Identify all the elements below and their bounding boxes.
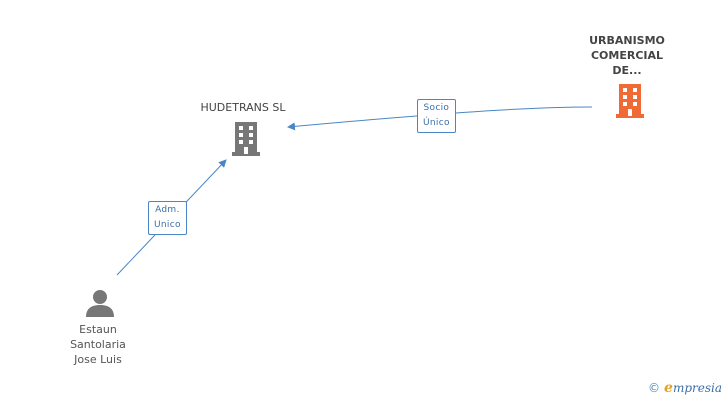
- node-label-line: Jose Luis: [74, 353, 122, 366]
- building-icon[interactable]: [232, 122, 260, 156]
- node-label-line: Estaun: [79, 323, 117, 336]
- node-label-line: COMERCIAL: [590, 49, 664, 62]
- brand-logo[interactable]: empresia: [664, 380, 722, 396]
- node-label-line: URBANISMO: [589, 34, 665, 47]
- person-icon[interactable]: [86, 290, 114, 317]
- node-label-hudetrans[interactable]: HUDETRANS SL: [200, 101, 286, 114]
- footer-brand: © empresia: [648, 380, 722, 396]
- edge-label-line: Adm.: [155, 205, 180, 215]
- node-label-urbanismo[interactable]: URBANISMO COMERCIAL DE...: [577, 33, 677, 78]
- copyright-icon: ©: [648, 381, 661, 395]
- edge-label-line: Unico: [154, 220, 181, 230]
- building-icon[interactable]: [616, 84, 644, 118]
- edge-socio-unico: [287, 106, 593, 131]
- node-label-line: DE...: [612, 64, 642, 77]
- edge-label-adm-unico[interactable]: Adm. Unico: [148, 201, 187, 235]
- edge-label-line: Único: [423, 118, 450, 128]
- node-label-estaun[interactable]: Estaun Santolaria Jose Luis: [50, 322, 146, 367]
- edge-label-line: Socio: [423, 103, 450, 113]
- edge-label-socio-unico[interactable]: Socio Único: [417, 99, 456, 133]
- node-label-line: Santolaria: [70, 338, 126, 351]
